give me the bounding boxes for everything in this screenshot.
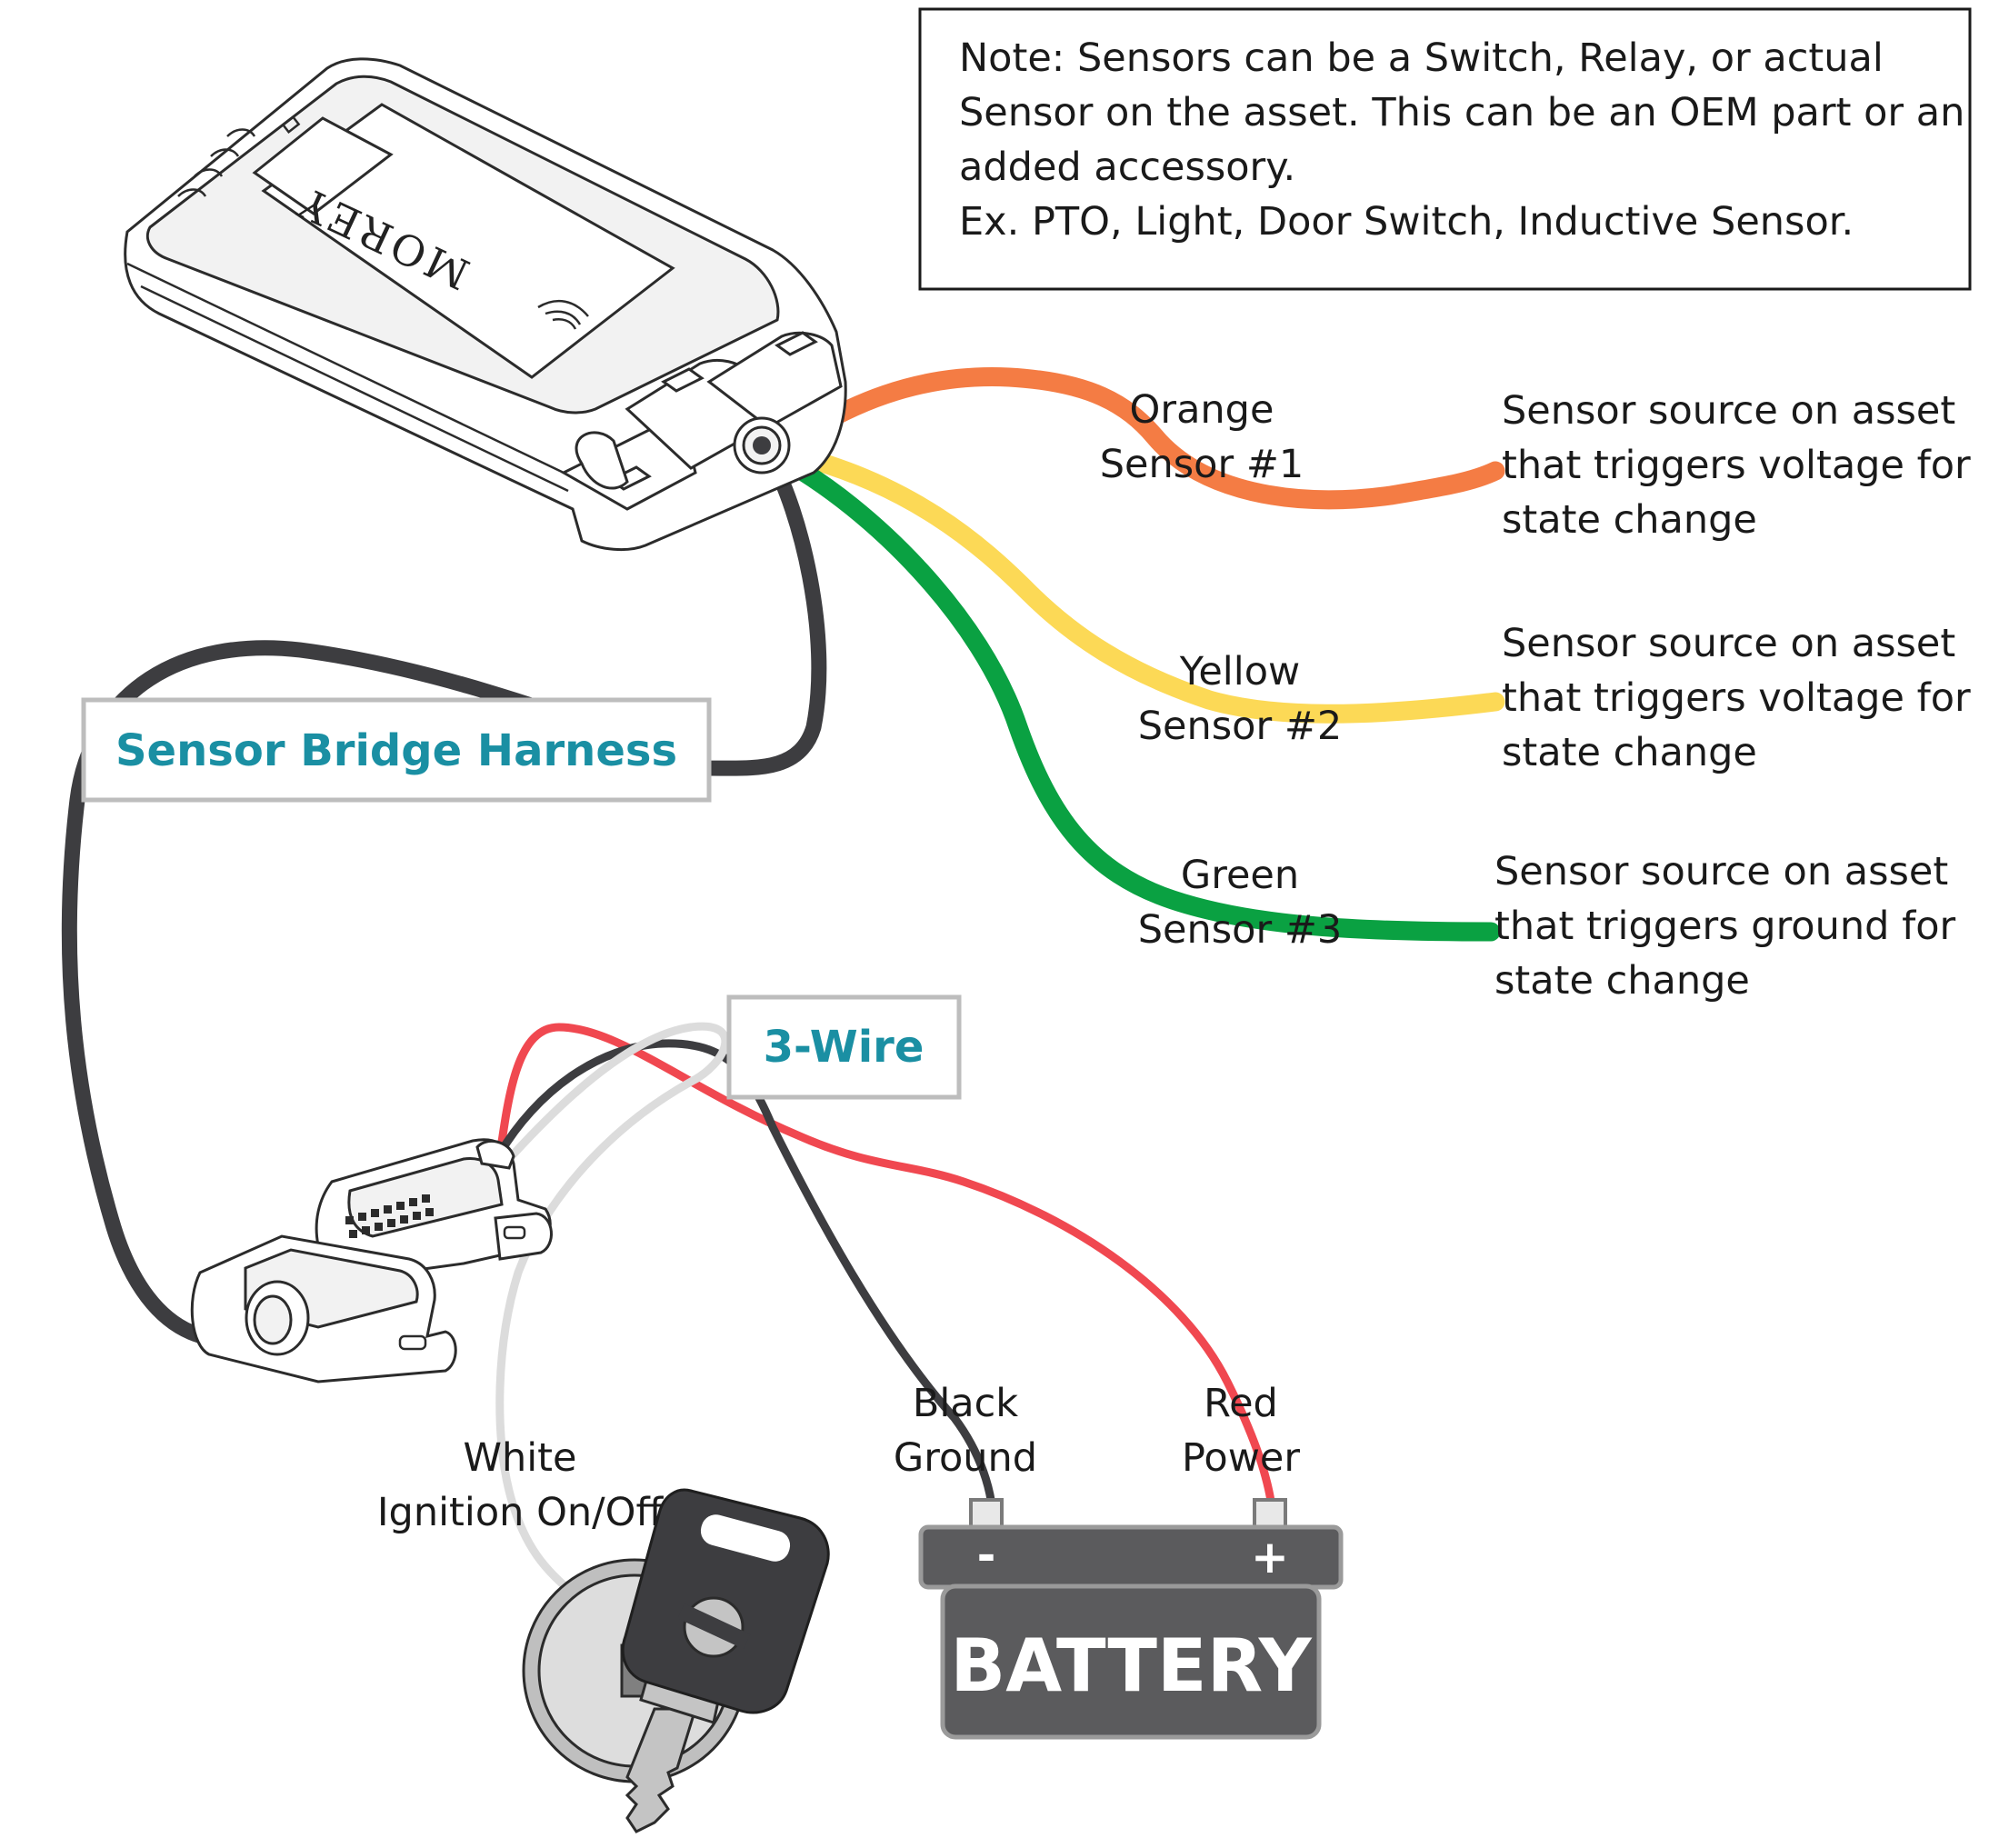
- sensor-3-label: Green Sensor #3: [1138, 853, 1342, 953]
- sensor-2-label: Yellow Sensor #2: [1138, 649, 1342, 749]
- sensor-1-source: Sensor source on asset that triggers vol…: [1502, 388, 1971, 543]
- device-connector-block: [560, 331, 843, 511]
- note-line-1: Note: Sensors can be a Switch, Relay, or…: [959, 35, 1884, 81]
- three-wire-label-box: 3-Wire: [726, 994, 962, 1100]
- harness-cable: [61, 451, 827, 1347]
- red-wire-label: Red Power: [1182, 1381, 1300, 1481]
- white-wire-label: White Ignition On/Off: [377, 1435, 665, 1535]
- black-wire-line-1: Black: [913, 1381, 1018, 1426]
- battery-label: BATTERY: [950, 1623, 1313, 1708]
- sensor-3-name: Sensor #3: [1138, 907, 1342, 953]
- sensor-2-source-line-2: that triggers voltage for: [1502, 675, 1971, 721]
- note-line-3: added accessory.: [959, 145, 1295, 190]
- sensor-3-color: Green: [1181, 853, 1299, 898]
- wire-black: [494, 1039, 997, 1518]
- sensor-1-label: Orange Sensor #1: [1100, 387, 1304, 487]
- battery-positive: +: [1251, 1531, 1289, 1583]
- white-wire-line-1: White: [463, 1435, 576, 1481]
- three-wire-connector: [190, 1138, 553, 1384]
- sensor-2-source-line-1: Sensor source on asset: [1502, 621, 1955, 666]
- note-line-2: Sensor on the asset. This can be an OEM …: [959, 90, 1964, 135]
- sensor-2-source: Sensor source on asset that triggers vol…: [1502, 621, 1971, 775]
- harness-label: Sensor Bridge Harness: [115, 725, 677, 776]
- morey-device: MOREY: [124, 57, 847, 551]
- white-wire-line-2: Ignition On/Off: [377, 1490, 665, 1535]
- sensor-1-source-line-2: that triggers voltage for: [1502, 443, 1971, 488]
- harness-label-box: Sensor Bridge Harness: [81, 697, 712, 803]
- sensor-1-source-line-3: state change: [1502, 497, 1757, 543]
- battery-icon: - + BATTERY: [918, 1498, 1344, 1740]
- morey-logo-icon: [537, 300, 589, 330]
- sensor-1-name: Sensor #1: [1100, 442, 1304, 487]
- ignition-key-icon: [621, 1488, 830, 1833]
- black-wire-line-2: Ground: [894, 1435, 1037, 1481]
- note-box: Note: Sensors can be a Switch, Relay, or…: [918, 7, 1972, 291]
- wire-orange: [774, 367, 1505, 510]
- sensor-2-color: Yellow: [1179, 649, 1300, 694]
- sensor-2-name: Sensor #2: [1138, 704, 1342, 749]
- sensor-3-source-line-1: Sensor source on asset: [1494, 849, 1948, 894]
- wire-white: [495, 1022, 730, 1604]
- sensor-2-source-line-3: state change: [1502, 730, 1757, 775]
- three-wire-label: 3-Wire: [764, 1022, 925, 1073]
- black-wire-label: Black Ground: [894, 1381, 1037, 1481]
- sensor-3-source-line-3: state change: [1494, 958, 1750, 1004]
- sensor-3-source-line-2: that triggers ground for: [1494, 904, 1956, 949]
- note-line-4: Ex. PTO, Light, Door Switch, Inductive S…: [959, 199, 1854, 245]
- wire-yellow: [775, 443, 1505, 724]
- sensor-1-color: Orange: [1130, 387, 1274, 433]
- wire-red: [495, 1023, 1277, 1518]
- red-wire-line-2: Power: [1182, 1435, 1300, 1481]
- red-wire-line-1: Red: [1204, 1381, 1278, 1426]
- sensor-3-source: Sensor source on asset that triggers gro…: [1494, 849, 1956, 1004]
- sensor-1-source-line-1: Sensor source on asset: [1502, 388, 1955, 434]
- battery-negative: -: [977, 1529, 996, 1582]
- wire-green: [772, 449, 1501, 942]
